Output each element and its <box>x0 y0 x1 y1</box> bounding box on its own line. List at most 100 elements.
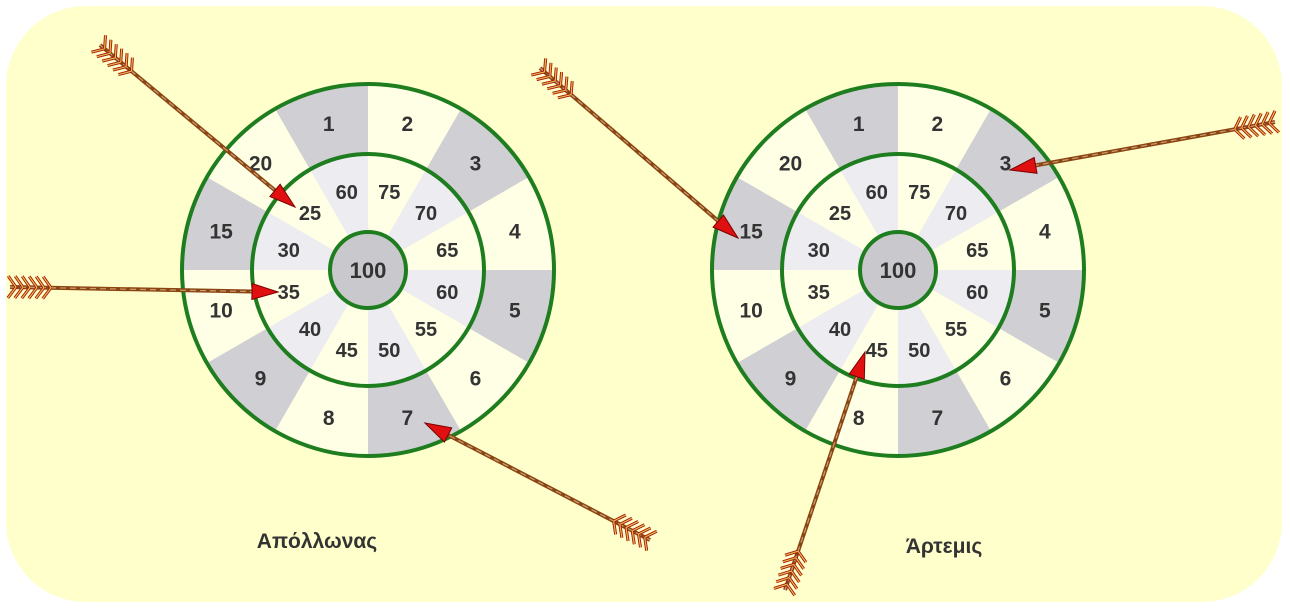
inner-score-label: 65 <box>436 240 458 262</box>
fletching-highlight <box>557 94 572 99</box>
fletching-highlight <box>559 71 563 86</box>
inner-sector <box>252 212 336 270</box>
outer-sector <box>998 177 1084 270</box>
fletching-highlight <box>104 35 107 49</box>
inner-sector <box>782 212 866 270</box>
inner-score-label: 60 <box>866 182 888 204</box>
inner-sector <box>400 270 484 328</box>
fletching-highlight <box>637 533 642 548</box>
inner-sector <box>930 270 1014 328</box>
arrow-shaft-detail <box>447 434 651 541</box>
outer-score-label: 4 <box>509 221 521 244</box>
outer-sector <box>805 84 898 170</box>
arrow-shaft-detail <box>99 44 276 191</box>
fletching-highlight <box>14 286 24 299</box>
arrow <box>91 35 297 209</box>
outer-score-label: 4 <box>1039 221 1051 244</box>
inner-sector <box>310 154 368 238</box>
fletching-highlight <box>1248 126 1259 137</box>
outer-score-label: 2 <box>931 113 943 136</box>
fletching-highlight <box>625 527 629 542</box>
fletching-highlight <box>1247 114 1255 128</box>
fletching-highlight <box>536 75 551 81</box>
fletching-highlight <box>613 520 617 535</box>
fletching-highlight <box>35 276 45 288</box>
arrow <box>6 275 280 301</box>
outer-sector <box>426 328 530 432</box>
inner-score-label: 35 <box>278 282 300 304</box>
inner-score-label: 55 <box>415 319 437 341</box>
arrow-head <box>423 422 453 443</box>
arrow-head <box>848 350 866 380</box>
fletching-highlight <box>107 61 121 67</box>
fletching-highlight <box>797 550 807 563</box>
outer-score-label: 3 <box>470 153 482 176</box>
outer-score-label: 6 <box>470 367 482 390</box>
arrow-head <box>712 214 740 240</box>
fletching-highlight <box>96 52 111 58</box>
inner-sector <box>368 302 426 386</box>
outer-score-label: 5 <box>1039 299 1051 322</box>
target-name-apollo: Απόλλωνας <box>257 530 378 553</box>
outer-score-label: 9 <box>785 367 797 390</box>
outer-score-label: 5 <box>509 299 521 322</box>
fletching-highlight <box>549 62 552 77</box>
fletching-highlight <box>547 85 561 90</box>
inner-score-label: 40 <box>299 319 321 341</box>
outer-sector <box>712 270 798 363</box>
inner-ring-border <box>780 152 1016 388</box>
fletching-highlight <box>625 520 639 529</box>
outer-score-label: 10 <box>209 299 232 322</box>
outer-score-label: 8 <box>323 407 335 430</box>
fletching-highlight <box>1254 113 1262 126</box>
fletching-highlight <box>14 275 24 288</box>
outer-sector <box>468 177 554 270</box>
inner-sector <box>252 270 336 328</box>
outer-sector <box>736 108 840 212</box>
fletching-highlight <box>112 66 127 71</box>
inner-score-label: 50 <box>378 340 400 362</box>
outer-ring-border <box>710 82 1086 458</box>
fletching-highlight <box>795 557 805 570</box>
inner-ring-border <box>250 152 486 388</box>
inner-sector <box>840 302 898 386</box>
inner-score-label: 30 <box>808 240 830 262</box>
inner-sector <box>782 270 866 328</box>
fletching-highlight <box>120 48 123 63</box>
outer-score-label: 20 <box>249 153 272 176</box>
outer-score-label: 3 <box>1000 153 1012 176</box>
arrow-head <box>251 282 280 301</box>
inner-sector <box>310 302 368 386</box>
inner-score-label: 50 <box>908 340 930 362</box>
outer-ring-border <box>180 82 556 458</box>
fletching-highlight <box>1254 125 1266 136</box>
inner-score-label: 60 <box>966 282 988 304</box>
fletching-highlight <box>619 524 623 538</box>
inner-score-label: 25 <box>829 203 851 225</box>
inner-sector <box>387 169 469 251</box>
arrow-shaft-detail <box>539 67 719 222</box>
bullseye-label: 100 <box>350 258 387 283</box>
outer-sector <box>206 108 310 212</box>
outer-sector <box>956 108 1060 212</box>
inner-score-label: 70 <box>945 203 967 225</box>
inner-sector <box>400 212 484 270</box>
bullseye <box>858 230 938 310</box>
inner-sector <box>917 289 999 371</box>
inner-sector <box>898 302 956 386</box>
fletching-highlight <box>35 287 45 299</box>
outer-sector <box>206 328 310 432</box>
fletching-highlight <box>1241 127 1252 138</box>
fletching-highlight <box>780 563 794 570</box>
fletching-highlight <box>775 577 790 583</box>
inner-score-label: 75 <box>378 182 400 204</box>
bullseye <box>328 230 408 310</box>
outer-sector <box>712 177 798 270</box>
fletching-highlight <box>42 276 52 289</box>
outer-score-label: 6 <box>1000 367 1012 390</box>
fletching-highlight <box>7 275 17 288</box>
fletching-highlight <box>21 287 31 299</box>
